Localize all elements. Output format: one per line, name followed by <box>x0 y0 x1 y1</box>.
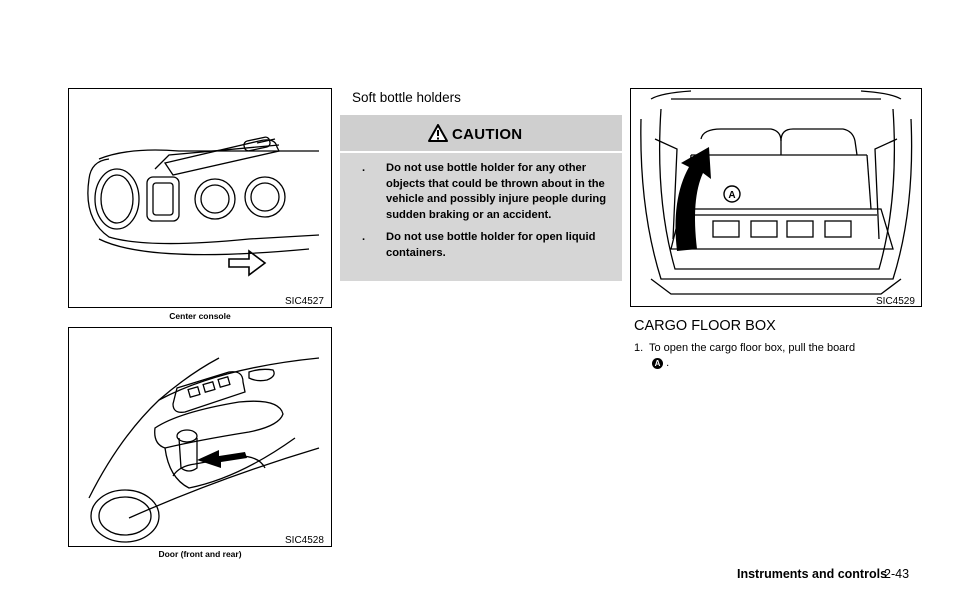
cargo-code: SIC4529 <box>876 296 915 307</box>
center-console-figure <box>68 88 332 308</box>
cargo-box-heading: CARGO FLOOR BOX <box>634 318 776 334</box>
center-console-illustration <box>87 136 320 277</box>
door-figure <box>68 327 332 547</box>
step-number: 1. <box>634 342 644 354</box>
cargo-illustration: A <box>640 90 913 295</box>
caution-item-text: Do not use bottle holder for any other o… <box>386 162 607 221</box>
caution-item: . Do not use bottle holder for open liqu… <box>340 230 622 261</box>
step-text: To open the cargo floor box, pull the bo… <box>649 342 856 354</box>
door-code: SIC4528 <box>285 535 324 546</box>
caution-box: CAUTION . Do not use bottle holder for a… <box>340 115 622 281</box>
cargo-figure: A <box>630 88 922 307</box>
caution-bullet: . <box>362 231 366 244</box>
door-illustration <box>88 357 320 543</box>
caution-bullet: . <box>362 162 366 174</box>
footer-page-number: 2-43 <box>884 567 910 581</box>
caution-item: . Do not use bottle holder for any other… <box>340 161 622 223</box>
caution-list: . Do not use bottle holder for any other… <box>340 161 622 269</box>
caution-item-text: Do not use bottle holder for open liquid… <box>386 231 596 259</box>
footer-section: Instruments and controls <box>737 567 888 581</box>
warning-triangle-icon <box>428 124 448 142</box>
caution-title: CAUTION <box>452 126 523 143</box>
cargo-marker-label: A <box>728 190 735 201</box>
step-end: . <box>666 357 670 369</box>
door-caption: Door (front and rear) <box>158 549 242 559</box>
marker-a-icon: A <box>652 357 663 369</box>
center-console-caption: Center console <box>169 311 231 321</box>
center-console-code: SIC4527 <box>285 296 324 307</box>
step-text-block: To open the cargo floor box, pull the bo… <box>649 341 925 371</box>
caution-header: CAUTION <box>340 115 622 153</box>
soft-bottle-heading: Soft bottle holders <box>352 90 461 105</box>
